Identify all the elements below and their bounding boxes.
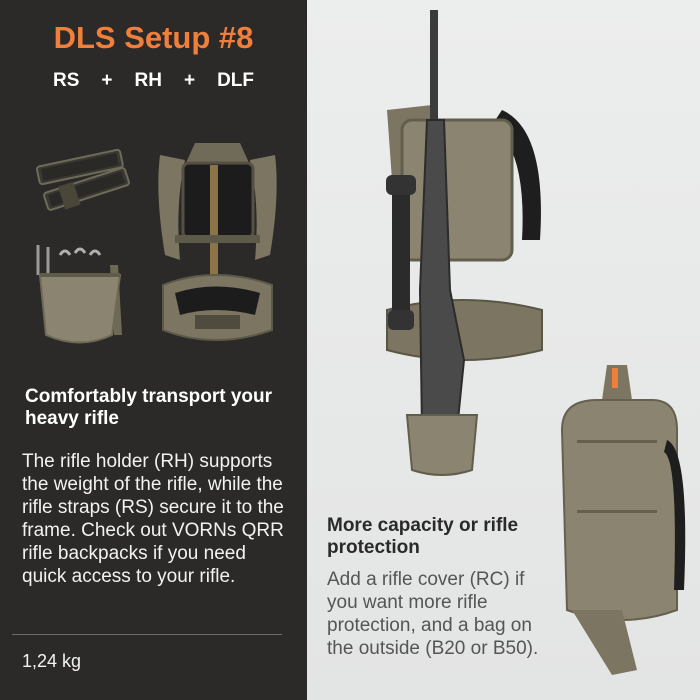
formula-plus: +: [101, 70, 113, 91]
rifle-holder-image: [36, 245, 122, 344]
formula-part-dlf: DLF: [217, 70, 254, 91]
divider: [12, 634, 282, 635]
left-heading: Comfortably transport your heavy rifle: [25, 386, 273, 429]
left-panel: DLS Setup #8 RS + RH + DLF: [0, 0, 307, 700]
rifle-straps-image: [35, 148, 130, 211]
right-panel: More capacity or rifle protection Add a …: [307, 0, 700, 700]
page-title: DLS Setup #8: [53, 20, 254, 55]
formula-plus: +: [183, 70, 196, 91]
backpack-image: [560, 365, 686, 675]
formula-part-rh: RH: [134, 70, 162, 91]
formula-part-rs: RS: [52, 70, 80, 91]
left-description: The rifle holder (RH) supports the weigh…: [22, 451, 284, 587]
right-heading: More capacity or rifle protection: [327, 515, 519, 558]
setup-formula: RS + RH + DLF: [0, 70, 307, 92]
dlf-frame-image: [158, 143, 277, 341]
right-description: Add a rifle cover (RC) if you want more …: [327, 569, 539, 659]
frame-with-rifle-image: [386, 10, 543, 476]
weight-value: 1,24 kg: [22, 651, 82, 671]
